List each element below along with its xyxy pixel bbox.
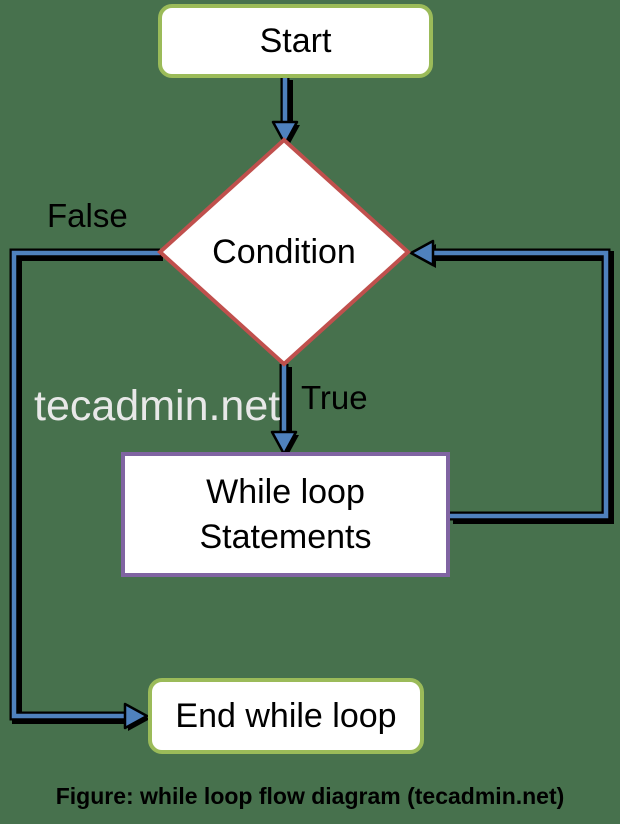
watermark-text: tecadmin.net	[34, 382, 281, 430]
condition-node-label-container: Condition	[160, 140, 408, 364]
false-branch-label: False	[47, 197, 128, 234]
condition-node-label: Condition	[212, 232, 356, 271]
arrowhead-into-end	[123, 702, 149, 730]
arrowhead-into-statements	[270, 430, 298, 456]
true-branch-label: True	[301, 379, 368, 416]
connector-loop-back-shadow	[431, 251, 614, 524]
end-node-label: End while loop	[175, 696, 397, 735]
end-node: End while loop	[148, 678, 424, 754]
connector-loop-back-outline	[428, 248, 611, 521]
arrowhead-into-condition-top	[271, 120, 299, 146]
while-statements-node-label: While loop Statements	[199, 473, 372, 556]
start-node: Start	[158, 4, 433, 78]
condition-diamond	[157, 137, 411, 367]
connector-false-path	[11, 250, 160, 719]
start-node-label: Start	[259, 21, 332, 60]
arrowhead-into-condition-right	[409, 239, 435, 267]
connectors	[11, 77, 609, 730]
connector-loop-back	[428, 250, 609, 519]
figure-caption: Figure: while loop flow diagram (tecadmi…	[55, 783, 565, 809]
while-statements-node: While loop Statements	[121, 452, 450, 577]
